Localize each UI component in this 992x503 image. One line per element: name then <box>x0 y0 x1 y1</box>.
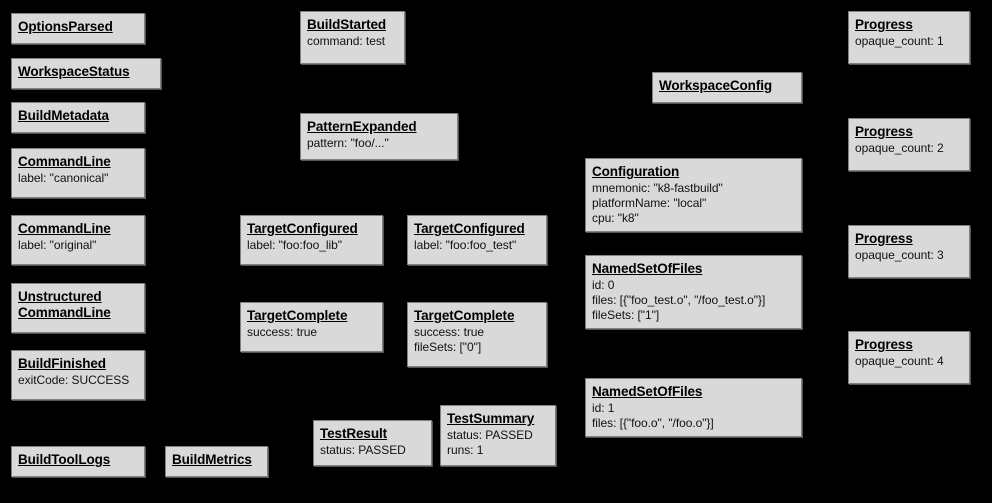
node-test-result[interactable]: TestResult status: PASSED <box>313 420 432 466</box>
node-build-tool-logs[interactable]: BuildToolLogs <box>11 446 145 477</box>
node-title: Configuration <box>592 164 680 179</box>
node-build-finished[interactable]: BuildFinished exitCode: SUCCESS <box>11 350 145 400</box>
node-field: label: "foo:foo_test" <box>414 238 517 252</box>
node-field: id: 1 <box>592 401 615 415</box>
node-title: BuildToolLogs <box>18 452 111 467</box>
node-field: files: [{"foo_test.o", "/foo_test.o"}] <box>592 293 766 307</box>
node-field: success: true <box>247 325 318 339</box>
node-field: command: test <box>307 34 386 48</box>
node-field: exitCode: SUCCESS <box>18 373 130 387</box>
node-fields: mnemonic: "k8-fastbuild"platformName: "l… <box>592 181 795 226</box>
node-fields: opaque_count: 3 <box>855 248 963 263</box>
node-title: Progress <box>855 124 913 139</box>
node-field: opaque_count: 3 <box>855 248 944 262</box>
node-field: fileSets: ["0"] <box>414 340 482 354</box>
node-pattern-expanded[interactable]: PatternExpanded pattern: "foo/..." <box>300 113 458 160</box>
node-build-metadata[interactable]: BuildMetadata <box>11 102 145 133</box>
node-progress-3[interactable]: Progress opaque_count: 3 <box>848 225 970 278</box>
node-title: TargetComplete <box>247 308 348 323</box>
node-target-configured-foo-test[interactable]: TargetConfigured label: "foo:foo_test" <box>407 215 547 265</box>
node-title: BuildMetadata <box>18 108 109 123</box>
node-title: WorkspaceStatus <box>18 64 130 79</box>
node-fields: status: PASSED <box>320 443 425 458</box>
node-field: opaque_count: 2 <box>855 141 944 155</box>
node-field: id: 0 <box>592 278 615 292</box>
node-title: BuildFinished <box>18 356 106 371</box>
node-progress-4[interactable]: Progress opaque_count: 4 <box>848 331 970 384</box>
node-title: TargetComplete <box>414 308 515 323</box>
node-title: BuildStarted <box>307 17 387 32</box>
node-target-complete-lib[interactable]: TargetComplete success: true <box>240 302 383 352</box>
node-fields: success: true <box>247 325 376 340</box>
node-title: TestSummary <box>447 411 535 426</box>
node-fields: label: "canonical" <box>18 171 138 186</box>
node-field: platformName: "local" <box>592 196 707 210</box>
node-title: Progress <box>855 17 913 32</box>
node-fields: pattern: "foo/..." <box>307 136 451 151</box>
node-field: label: "canonical" <box>18 171 109 185</box>
node-field: fileSets: ["1"] <box>592 308 660 322</box>
node-field: pattern: "foo/..." <box>307 136 389 150</box>
node-command-line-original[interactable]: CommandLine label: "original" <box>11 215 145 265</box>
node-field: files: [{"foo.o", "/foo.o"}] <box>592 416 714 430</box>
node-progress-2[interactable]: Progress opaque_count: 2 <box>848 118 970 171</box>
node-fields: label: "original" <box>18 238 138 253</box>
node-command-line-canonical[interactable]: CommandLine label: "canonical" <box>11 148 145 198</box>
node-field: mnemonic: "k8-fastbuild" <box>592 181 723 195</box>
node-field: runs: 1 <box>447 443 484 457</box>
node-field: opaque_count: 4 <box>855 354 944 368</box>
node-title: PatternExpanded <box>307 119 417 134</box>
node-title: Unstructured CommandLine <box>18 289 111 320</box>
node-field: label: "foo:foo_lib" <box>247 238 342 252</box>
node-target-configured-foo-lib[interactable]: TargetConfigured label: "foo:foo_lib" <box>240 215 383 265</box>
node-field: label: "original" <box>18 238 97 252</box>
node-unstructured-command-line[interactable]: Unstructured CommandLine <box>11 283 145 333</box>
node-title: WorkspaceConfig <box>659 78 773 93</box>
node-build-started[interactable]: BuildStarted command: test <box>300 11 405 64</box>
node-workspace-config[interactable]: WorkspaceConfig <box>652 72 802 103</box>
node-field: opaque_count: 1 <box>855 34 944 48</box>
node-title: TestResult <box>320 426 388 441</box>
node-fields: command: test <box>307 34 398 49</box>
node-field: success: true <box>414 325 485 339</box>
node-title: TargetConfigured <box>414 221 525 236</box>
node-fields: label: "foo:foo_lib" <box>247 238 376 253</box>
node-workspace-status[interactable]: WorkspaceStatus <box>11 58 161 89</box>
node-progress-1[interactable]: Progress opaque_count: 1 <box>848 11 970 64</box>
node-title: TargetConfigured <box>247 221 358 236</box>
node-fields: exitCode: SUCCESS <box>18 373 138 388</box>
node-options-parsed[interactable]: OptionsParsed <box>11 13 145 44</box>
node-title: CommandLine <box>18 154 111 169</box>
node-configuration[interactable]: Configuration mnemonic: "k8-fastbuild"pla… <box>585 158 802 232</box>
node-fields: label: "foo:foo_test" <box>414 238 540 253</box>
node-title: Progress <box>855 231 913 246</box>
node-title: CommandLine <box>18 221 111 236</box>
node-fields: opaque_count: 2 <box>855 141 963 156</box>
node-build-metrics[interactable]: BuildMetrics <box>165 446 268 477</box>
node-field: status: PASSED <box>320 443 406 457</box>
node-field: status: PASSED <box>447 428 533 442</box>
node-field: cpu: "k8" <box>592 211 639 225</box>
node-fields: opaque_count: 4 <box>855 354 963 369</box>
node-fields: opaque_count: 1 <box>855 34 963 49</box>
node-title: NamedSetOfFiles <box>592 384 703 399</box>
node-title: BuildMetrics <box>172 452 252 467</box>
node-title: Progress <box>855 337 913 352</box>
node-title: NamedSetOfFiles <box>592 261 703 276</box>
node-title: OptionsParsed <box>18 19 113 34</box>
